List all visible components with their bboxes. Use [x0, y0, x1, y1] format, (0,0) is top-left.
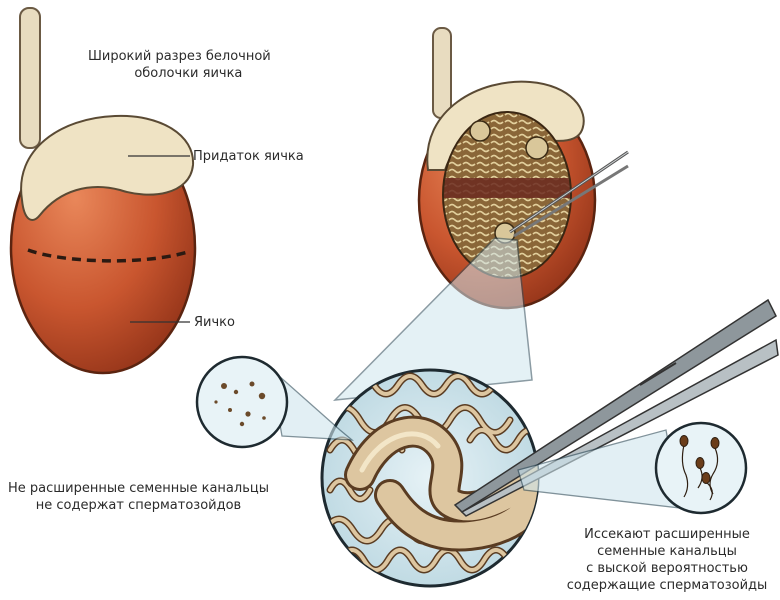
- spermatic-cord: [20, 8, 40, 148]
- epididymis-label: Придаток яичка: [193, 148, 304, 165]
- dilated-tubule-spot-2: [526, 137, 548, 159]
- incision-label-line-1: Широкий разрез белочной: [88, 48, 271, 65]
- spermatic-cord-right: [433, 28, 451, 118]
- left-magnifier: [197, 357, 287, 447]
- dilated-line-4: содержащие сперматозойды: [560, 577, 774, 594]
- non-dilated-line-2: не содержат сперматозойдов: [8, 497, 269, 514]
- non-dilated-tubules-label: Не расширенные семенные канальцы не соде…: [8, 480, 269, 514]
- testis-label: Яичко: [194, 314, 235, 331]
- dilated-line-2: семенные канальцы: [560, 543, 774, 560]
- incision-label-line-2: оболочки яичка: [88, 65, 271, 82]
- dilated-tubule-spot-1: [470, 121, 490, 141]
- non-dilated-line-1: Не расширенные семенные канальцы: [8, 480, 269, 497]
- dilated-line-3: с выской вероятностью: [560, 560, 774, 577]
- dilated-line-1: Иссекают расширенные: [560, 526, 774, 543]
- incision-label: Широкий разрез белочной оболочки яичка: [88, 48, 271, 82]
- dilated-tubules-label: Иссекают расширенные семенные канальцы с…: [560, 526, 774, 594]
